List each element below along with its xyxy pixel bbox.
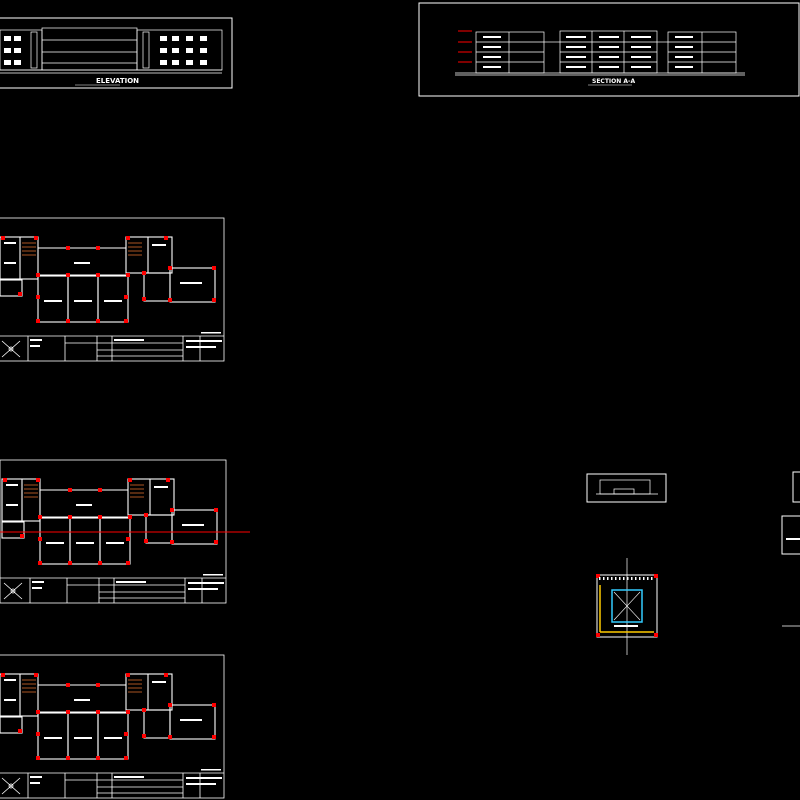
- elevation-window: [14, 36, 21, 41]
- dimension-tick: [623, 577, 625, 580]
- detail-plan-hatch: [599, 585, 654, 633]
- detail-right-label: [786, 538, 800, 540]
- elevation-sheet[interactable]: ELEVATION: [0, 17, 233, 89]
- elevation-window: [14, 60, 21, 65]
- detail-plan-outline: [596, 574, 658, 638]
- elevation-title: ELEVATION: [96, 77, 139, 85]
- elevation-frame: [0, 17, 233, 89]
- dimension-tick: [631, 577, 633, 580]
- detail-plan-roof: [613, 591, 641, 621]
- dimension-tick: [635, 577, 637, 580]
- section-level-markers: [458, 30, 472, 63]
- detail-right-frame-mid: [781, 515, 800, 555]
- detail-lines: [596, 479, 658, 495]
- detail-plan-square[interactable]: [596, 558, 658, 655]
- elevation-window: [186, 60, 193, 65]
- detail-plan-label: [614, 625, 638, 627]
- dimension-tick: [611, 577, 613, 580]
- elevation-window: [186, 36, 193, 41]
- dimension-tick: [599, 577, 601, 580]
- elevation-window: [200, 36, 207, 41]
- elevation-windows: [4, 36, 207, 65]
- section-room-labels: [483, 36, 693, 68]
- detail-frame: [586, 473, 667, 503]
- elevation-window: [4, 60, 11, 65]
- elevation-window: [186, 48, 193, 53]
- dimension-tick: [651, 577, 653, 580]
- elevation-window: [4, 48, 11, 53]
- floor-plan-sheet-2[interactable]: [0, 459, 250, 604]
- elevation-window: [160, 60, 167, 65]
- elevation-window: [172, 48, 179, 53]
- section-building: [455, 30, 745, 76]
- detail-right-frame-top: [792, 471, 800, 503]
- elevation-window: [200, 60, 207, 65]
- detail-plan-dimension-ticks: [599, 577, 653, 580]
- dimension-tick: [615, 577, 617, 580]
- dimension-tick: [643, 577, 645, 580]
- section-sheet[interactable]: SECTION A-A: [418, 2, 800, 97]
- elevation-window: [172, 36, 179, 41]
- dimension-tick: [647, 577, 649, 580]
- elevation-facade: [0, 27, 223, 74]
- dimension-tick: [639, 577, 641, 580]
- section-title: SECTION A-A: [592, 78, 635, 85]
- dimension-tick: [619, 577, 621, 580]
- dimension-tick: [627, 577, 629, 580]
- detail-plan-columns: [596, 574, 658, 637]
- elevation-window: [172, 60, 179, 65]
- elevation-window: [160, 48, 167, 53]
- elevation-window: [160, 36, 167, 41]
- elevation-window: [14, 48, 21, 53]
- elevation-window: [4, 36, 11, 41]
- dimension-tick: [603, 577, 605, 580]
- elevation-window: [200, 48, 207, 53]
- detail-right-partial[interactable]: [781, 471, 800, 627]
- section-frame: [418, 2, 800, 97]
- detail-plan-inner: [611, 589, 643, 623]
- dimension-tick: [607, 577, 609, 580]
- detail-elevation-small[interactable]: [586, 473, 667, 503]
